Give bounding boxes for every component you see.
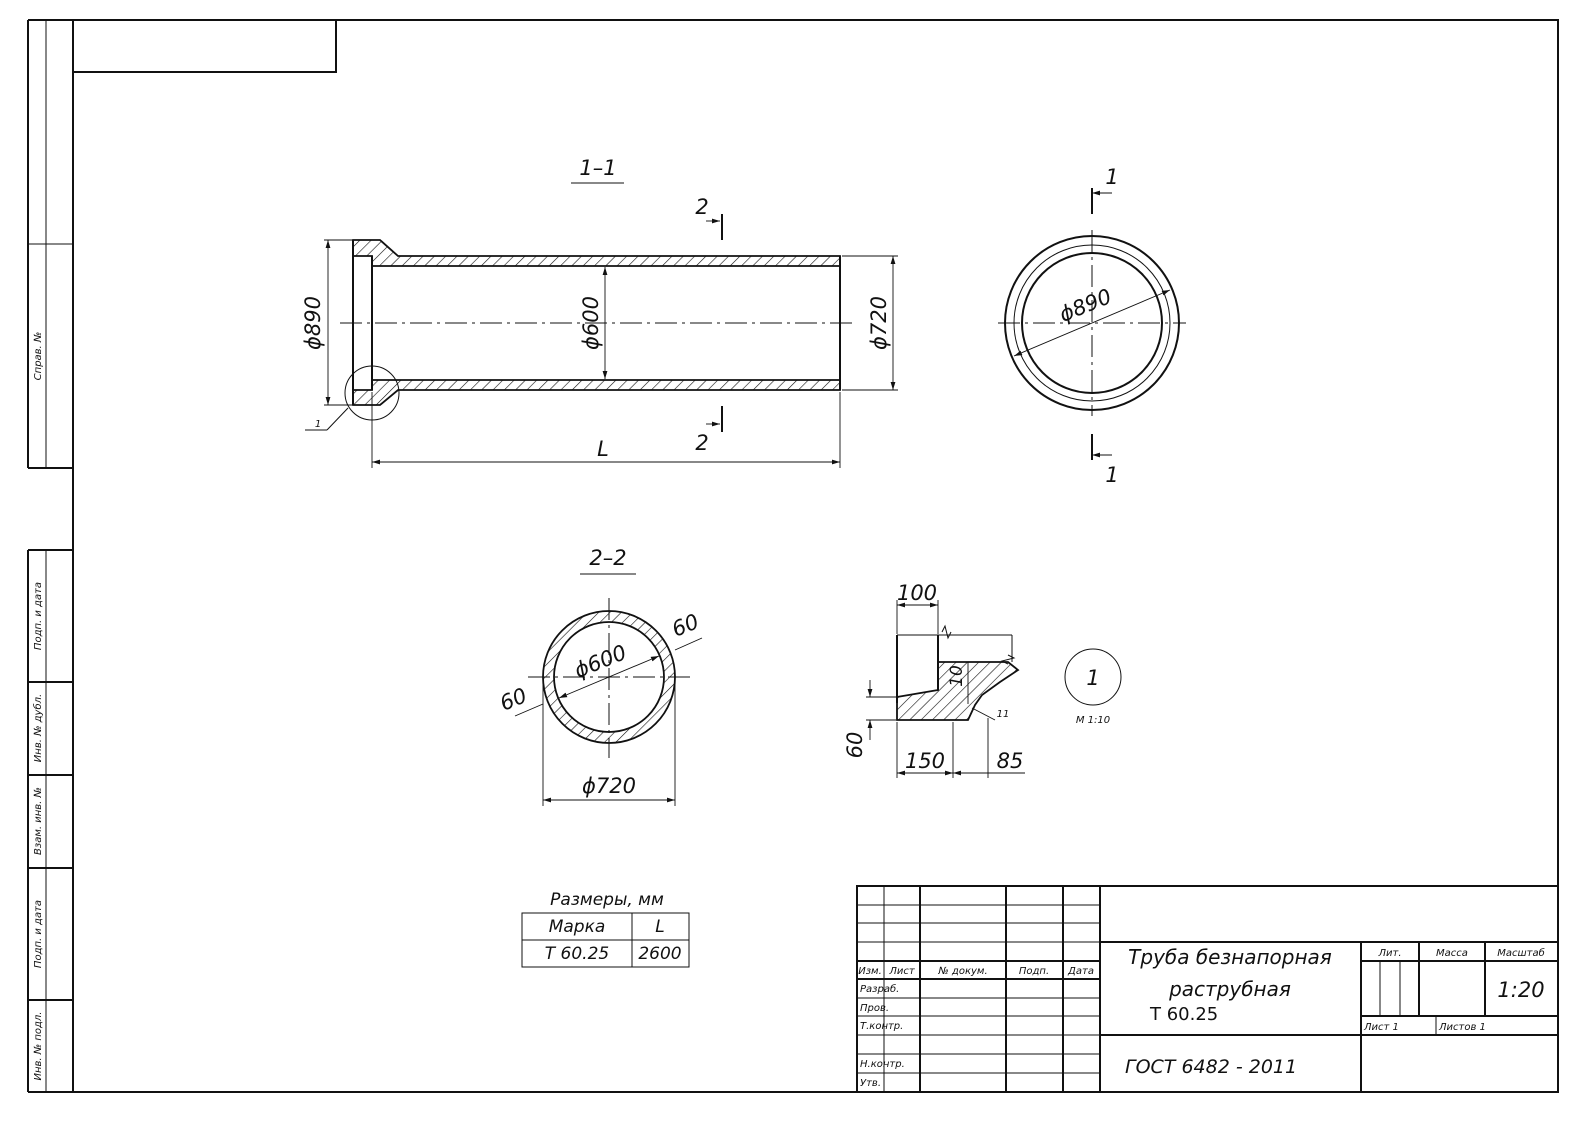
size-table: Размеры, мм Марка L Т 60.25 2600 (521, 890, 690, 968)
tb-title-line1: Труба безнапорная (1128, 945, 1332, 969)
section-2-2-view: 2–2 ϕ600 60 60 ϕ720 (496, 546, 702, 806)
size-table-cell-l: 2600 (638, 944, 681, 964)
dim-length-L: L (597, 437, 609, 461)
size-table-header-l: L (655, 917, 664, 937)
tb-mark: Т 60.25 (1149, 1004, 1218, 1025)
dim-phi-720: ϕ720 (867, 296, 891, 350)
tb-col-doc: № докум. (937, 966, 987, 977)
dim-phi-890: ϕ890 (301, 296, 325, 350)
sheet-frame (72, 19, 1559, 1093)
side-stamp-replace-inv: Взам. инв. № (33, 787, 44, 855)
dim-phi-600: ϕ600 (579, 296, 603, 350)
detail-dim-100: 100 (897, 581, 937, 605)
detail-bubble-1: 1 (1086, 666, 1099, 690)
tb-scale-label: Масштаб (1497, 947, 1545, 959)
detail-dim-11: 11 (997, 709, 1010, 720)
end-view: ϕ890 1 1 (998, 165, 1186, 487)
callout-1-label: 1 (315, 419, 321, 430)
tb-role-developer: Разраб. (860, 983, 899, 995)
size-table-header-mark: Марка (549, 917, 606, 937)
side-stamp-sign-date-1: Подп. и дата (33, 582, 44, 650)
section-2-2-phi-600: ϕ600 (571, 640, 630, 682)
detail-dim-150: 150 (905, 749, 945, 773)
section-2-2-wall-right: 60 (668, 609, 702, 641)
tb-standard: ГОСТ 6482 - 2011 (1125, 1056, 1297, 1078)
section-1-1-label: 1–1 (579, 156, 616, 180)
tb-role-checker: Пров. (860, 1003, 889, 1014)
section-2-2-label: 2–2 (589, 546, 626, 570)
cut-mark-2-top: 2 (695, 195, 708, 219)
size-table-cell-mark: Т 60.25 (545, 944, 609, 964)
side-stamp-dup-inv: Инв. № дубл. (32, 694, 44, 762)
tb-role-norm-control: Н.контр. (860, 1059, 905, 1070)
tb-sheet: Лист 1 (1363, 1022, 1399, 1033)
tb-role-approved: Утв. (860, 1078, 881, 1089)
detail-1-view: 100 10 60 150 85 11 1 М 1:10 (843, 581, 1122, 778)
detail-dim-85: 85 (997, 749, 1024, 773)
side-stamp-ref: Справ. № (33, 332, 44, 381)
section-2-2-wall-left: 60 (496, 683, 530, 715)
title-block: Изм. Лист № докум. Подп. Дата Разраб. Пр… (856, 885, 1559, 1093)
section-1-1-view: 1–1 ϕ890 ϕ600 ϕ720 L 2 (301, 156, 898, 468)
tb-role-tech-control: Т.контр. (860, 1021, 903, 1032)
detail-dim-10: 10 (947, 665, 967, 687)
end-view-dim-phi-890: ϕ890 (1056, 284, 1115, 326)
side-stamp-orig-inv: Инв. № подл. (33, 1012, 44, 1081)
tb-title-line2: раструбная (1168, 977, 1291, 1001)
tb-col-sign: Подп. (1019, 966, 1049, 977)
section-2-2-phi-720: ϕ720 (582, 774, 636, 798)
tb-mass: Масса (1436, 948, 1468, 959)
cut-mark-1-bottom: 1 (1105, 463, 1118, 487)
cut-mark-1-top: 1 (1105, 165, 1118, 189)
tb-scale-value: 1:20 (1497, 978, 1544, 1002)
detail-dim-60: 60 (843, 732, 867, 759)
side-stamp-sign-date-2: Подп. и дата (33, 900, 44, 968)
tb-col-list: Лист (888, 966, 916, 977)
tb-col-izm: Изм. (858, 966, 882, 977)
tb-lit: Лит. (1377, 948, 1401, 959)
detail-scale: М 1:10 (1076, 715, 1110, 726)
side-stamp: Справ. № Подп. и дата Инв. № дубл. Взам.… (27, 19, 73, 1093)
tb-sheets: Листов 1 (1438, 1022, 1486, 1033)
size-table-title: Размеры, мм (550, 890, 664, 910)
top-left-stamp (72, 19, 337, 73)
tb-col-date: Дата (1067, 966, 1094, 977)
cut-mark-2-bottom: 2 (695, 431, 708, 455)
